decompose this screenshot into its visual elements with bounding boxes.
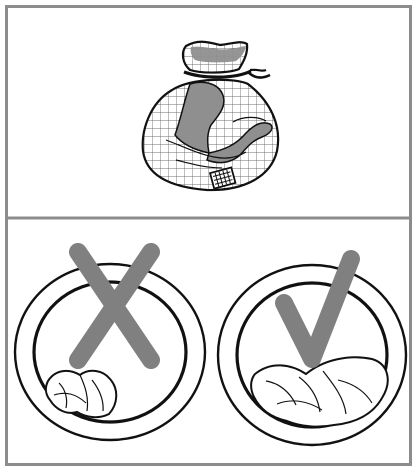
instruction-illustration xyxy=(0,0,417,471)
illustration-svg xyxy=(0,0,417,471)
